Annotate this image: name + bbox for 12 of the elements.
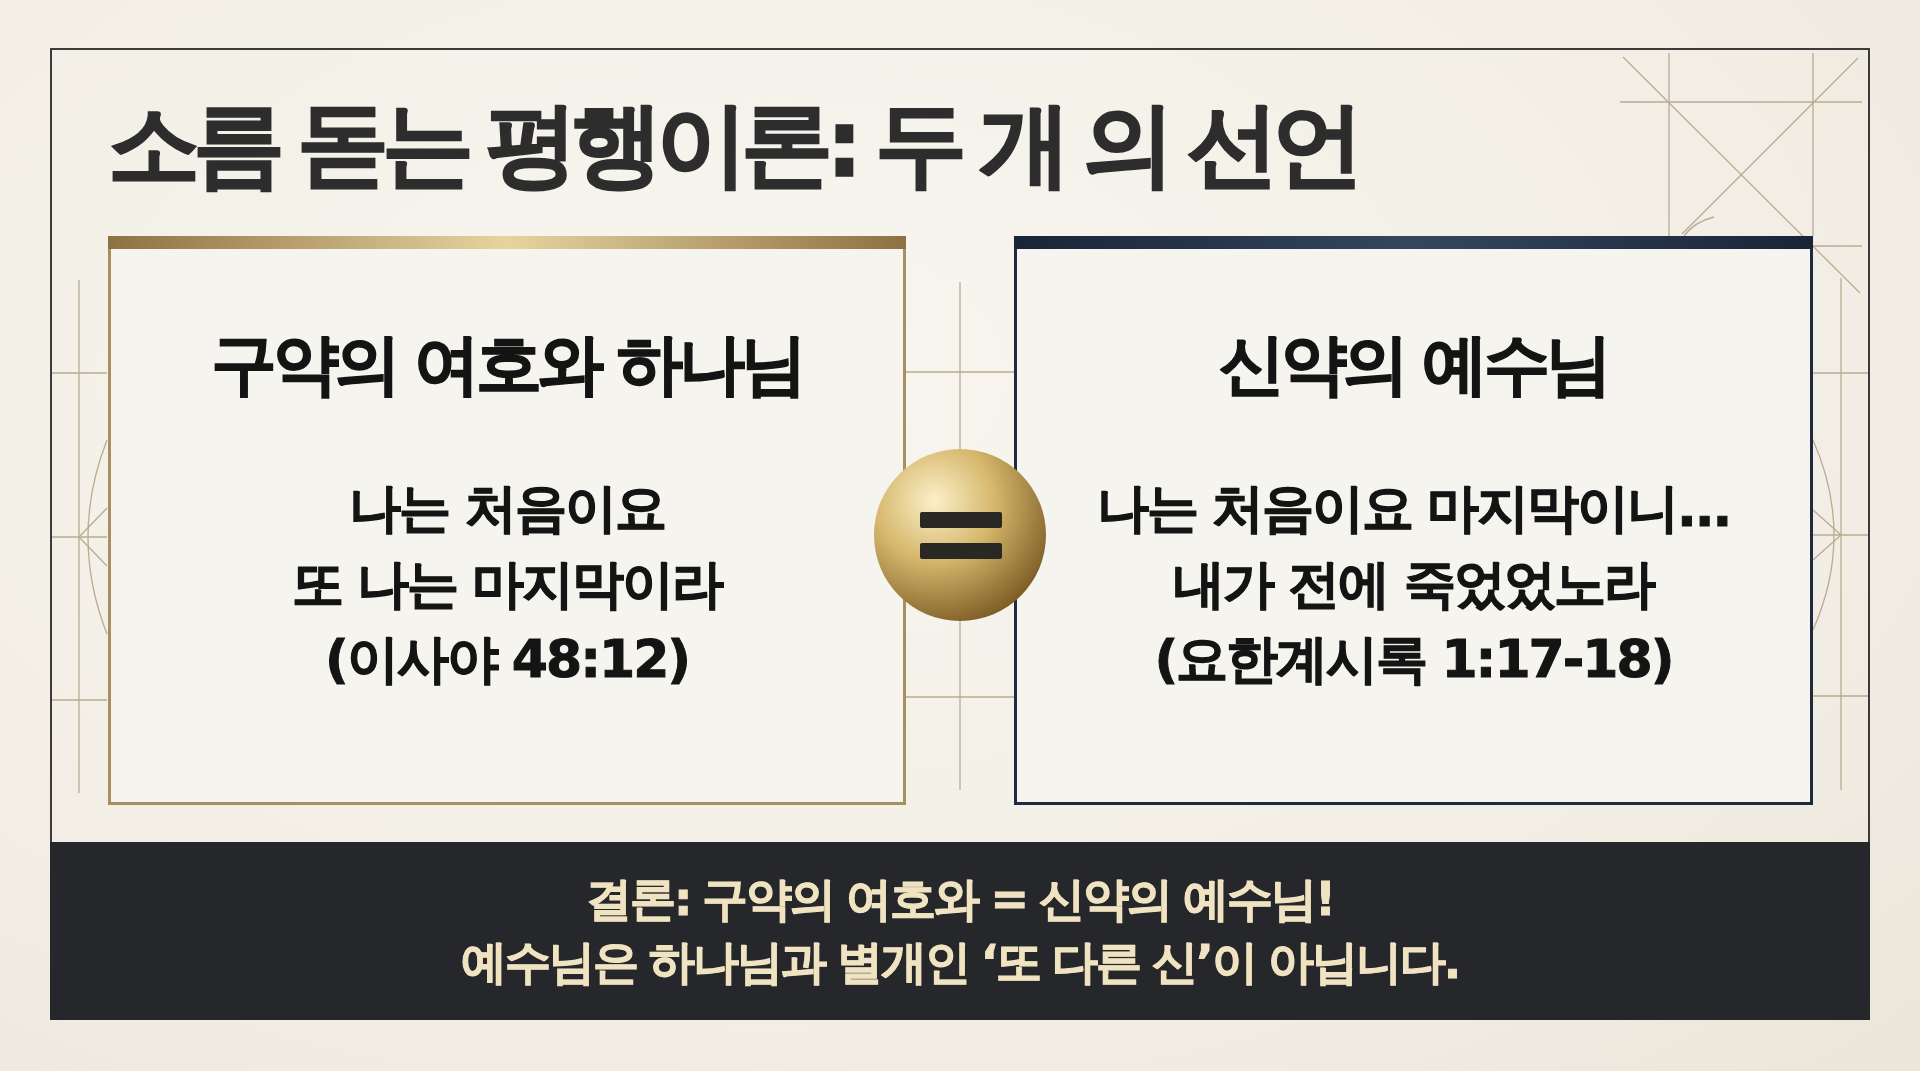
card-heading: 신약의 예수님 (1219, 325, 1608, 405)
equals-icon (874, 449, 1046, 621)
comparison-card (108, 236, 906, 805)
conclusion-banner (50, 842, 1870, 1020)
verse-reference: (이사야 48:12) (324, 628, 690, 691)
card-heading: 구약의 여호와 하나님 (211, 325, 803, 405)
verse-reference: (요한계시록 1:17-18) (1154, 628, 1673, 691)
scripture-quote: 나는 처음이요 또 나는 마지막이라 (291, 477, 723, 616)
scripture-quote: 나는 처음이요 마지막이니... 내가 전에 죽었었노라 (1096, 477, 1731, 616)
conclusion-text: 결론: 구약의 여호와 = 신약의 예수님! 예수님은 하나님과 별개인 ‘또 다른 신’이 아닙니다. (460, 871, 1460, 991)
slide-title: 소름 돋는 평행이론: 두 개 의 선언 (108, 90, 1357, 200)
comparison-card (1014, 236, 1813, 805)
